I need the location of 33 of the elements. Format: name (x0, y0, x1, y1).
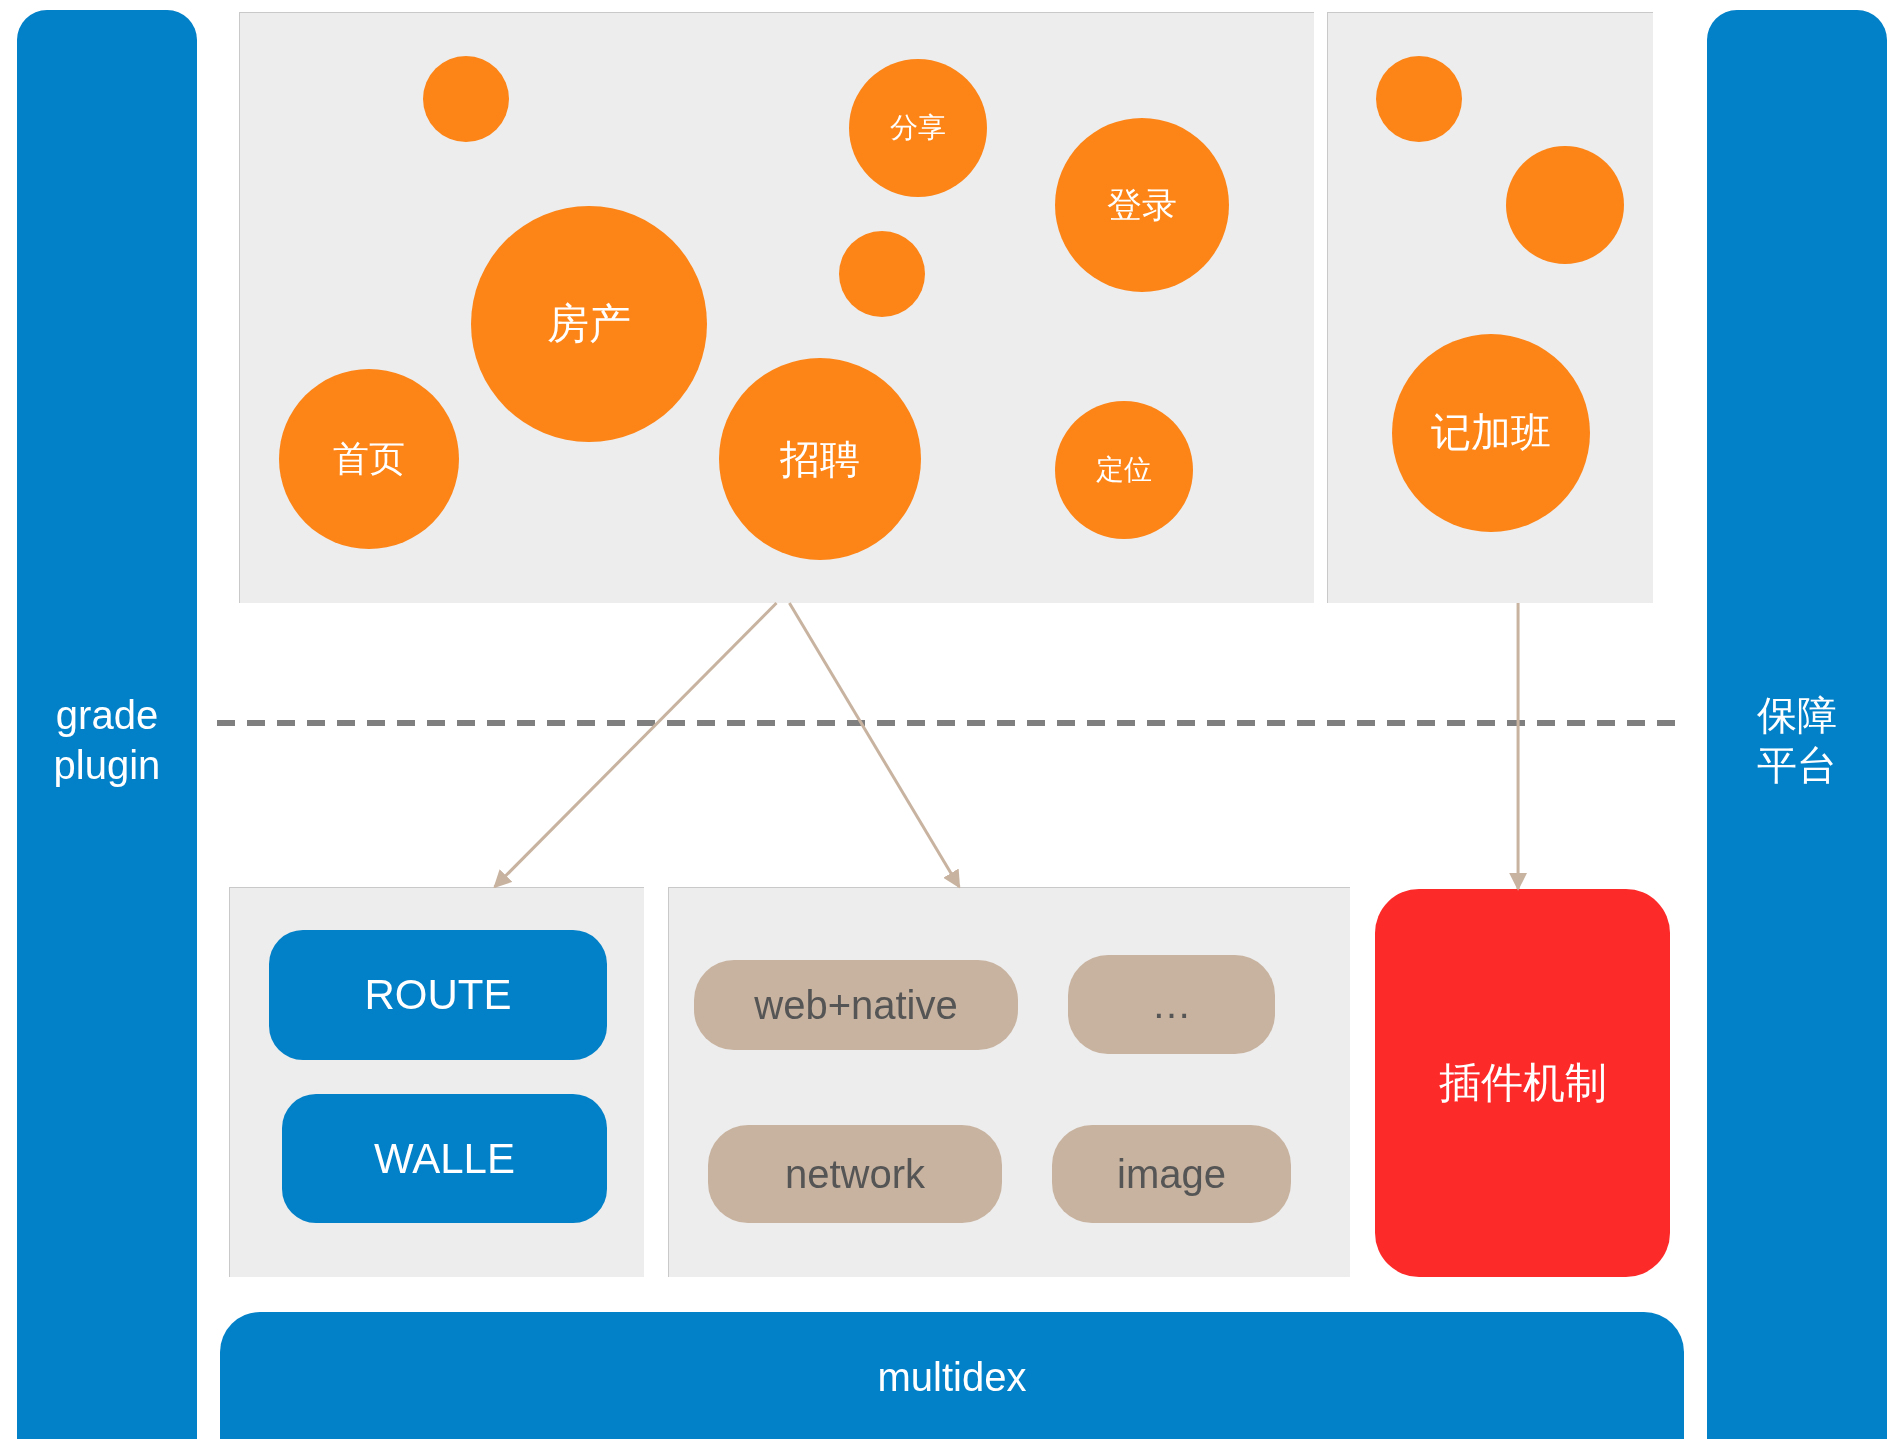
node-label: 登录 (1107, 183, 1177, 226)
component-button (269, 930, 607, 1060)
node-label: network (784, 1151, 926, 1197)
arrow (788, 602, 961, 889)
node-label: WALLE (374, 1134, 515, 1183)
node-label: 记加班 (1431, 409, 1551, 456)
arrow (1509, 603, 1528, 891)
base-bar (220, 1312, 1684, 1439)
library-pill (1052, 1125, 1291, 1223)
node-label: 招聘 (780, 434, 860, 484)
module-panel (1327, 12, 1653, 603)
node-label: … (1151, 982, 1192, 1027)
node-label: 房产 (547, 299, 631, 349)
library-pill (708, 1125, 1002, 1223)
node-label: 分享 (890, 111, 946, 145)
side-label: 保障平台 (1756, 692, 1838, 789)
module-panel (668, 887, 1350, 1277)
arrow (493, 601, 778, 889)
plugin-box (1375, 889, 1670, 1277)
node-label: ROUTE (364, 971, 512, 1019)
node-label: web+native (754, 982, 958, 1028)
side-bar (17, 10, 197, 1439)
side-label: grade plugin (52, 692, 162, 789)
node-label: multidex (877, 1354, 1027, 1400)
node-label: 首页 (333, 436, 405, 481)
library-pill (1068, 955, 1275, 1054)
node-label: 定位 (1096, 453, 1152, 487)
component-button (282, 1094, 607, 1223)
side-bar (1707, 10, 1887, 1439)
node-label: image (1117, 1151, 1226, 1197)
module-panel (239, 12, 1314, 603)
module-panel (229, 887, 644, 1277)
node-label: 插件机制 (1438, 1058, 1607, 1108)
